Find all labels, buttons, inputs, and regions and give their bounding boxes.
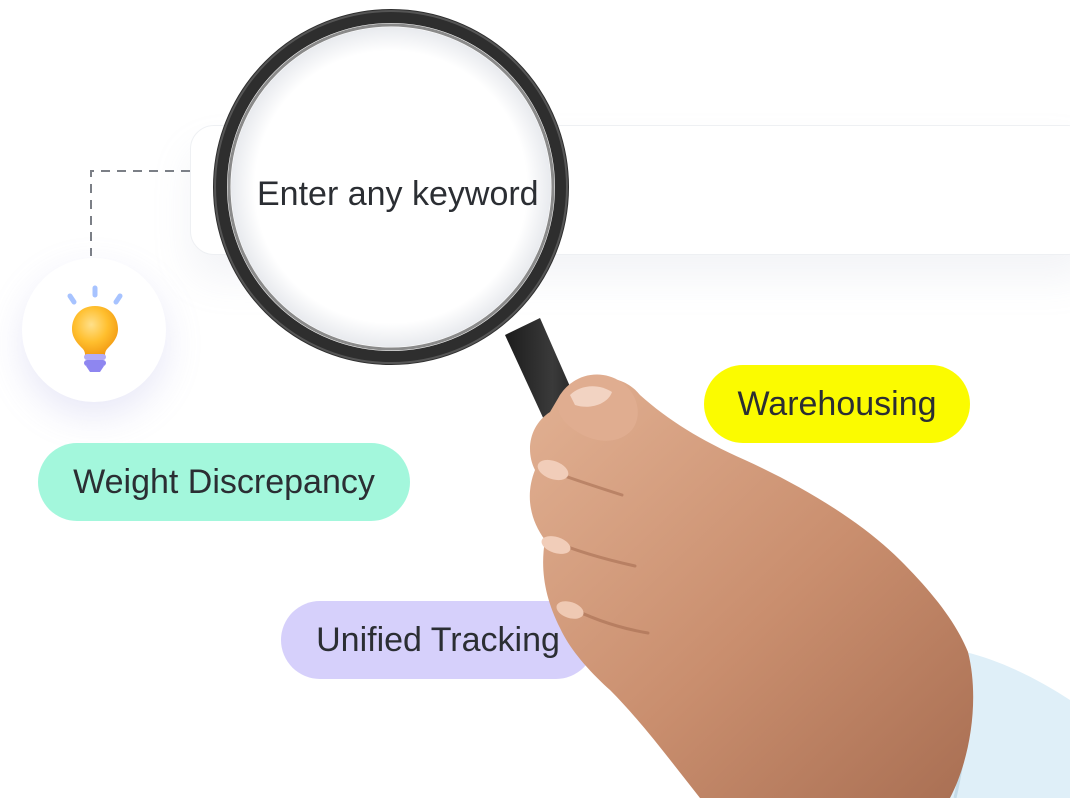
tag-weight-discrepancy[interactable]: Weight Discrepancy (38, 443, 410, 521)
idea-badge (22, 258, 166, 402)
tag-warehousing[interactable]: Warehousing (704, 365, 970, 443)
lightbulb-icon (67, 285, 123, 372)
tag-unified-tracking[interactable]: Unified Tracking (281, 601, 595, 679)
search-input[interactable] (255, 165, 559, 223)
